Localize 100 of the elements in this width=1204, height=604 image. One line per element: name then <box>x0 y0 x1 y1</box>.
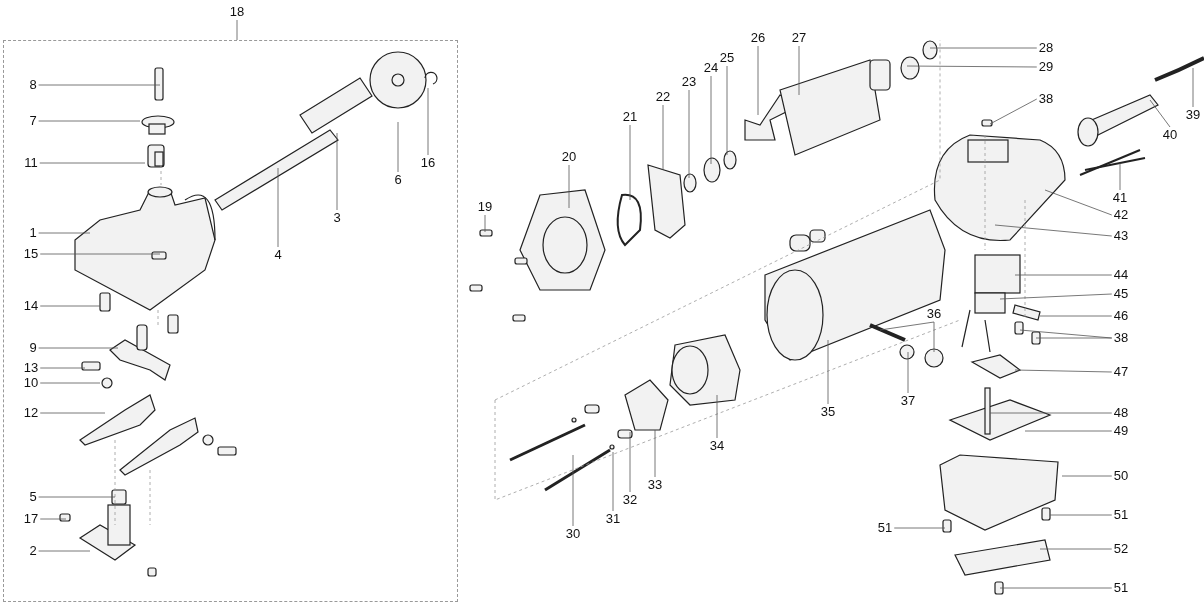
callout-number: 2 <box>29 544 37 558</box>
leader-line <box>39 367 86 369</box>
leader-line <box>629 431 631 493</box>
leader-line <box>929 47 1038 49</box>
callout-number: 44 <box>1113 268 1129 282</box>
leader-line <box>798 45 800 96</box>
leader-line <box>662 104 664 171</box>
callout-number: 9 <box>29 341 37 355</box>
leader-line <box>39 162 146 164</box>
leader-line <box>39 382 101 384</box>
callout-number: 51 <box>877 521 893 535</box>
leader-line <box>907 351 909 394</box>
callout-number: 17 <box>23 512 39 526</box>
callout-number: 14 <box>23 299 39 313</box>
callout-number: 22 <box>655 90 671 104</box>
callout-number: 42 <box>1113 208 1129 222</box>
callout-number: 38 <box>1038 92 1054 106</box>
callout-number: 40 <box>1162 128 1178 142</box>
callout-number: 49 <box>1113 424 1129 438</box>
callout-number: 29 <box>1038 60 1054 74</box>
callout-number: 25 <box>719 51 735 65</box>
callout-number: 12 <box>23 406 39 420</box>
callout-number: 15 <box>23 247 39 261</box>
leader-line <box>1149 99 1171 128</box>
callout-number: 52 <box>1113 542 1129 556</box>
callout-number: 45 <box>1113 287 1129 301</box>
leader-line <box>999 293 1113 300</box>
leader-line <box>39 253 161 255</box>
callout-number: 47 <box>1113 365 1129 379</box>
callout-number: 26 <box>750 31 766 45</box>
leader-line <box>1049 514 1113 516</box>
callout-number: 35 <box>820 405 836 419</box>
callout-number: 3 <box>333 211 341 225</box>
callout-number: 36 <box>926 307 942 321</box>
leader-line <box>1024 430 1113 432</box>
callout-number: 11 <box>24 156 38 170</box>
leader-line <box>994 224 1113 237</box>
leader-line <box>879 321 935 331</box>
callout-number: 21 <box>622 110 638 124</box>
group-frame <box>3 40 458 602</box>
leader-line <box>39 518 67 520</box>
callout-number: 5 <box>29 490 37 504</box>
leader-line <box>38 347 119 349</box>
leader-line <box>906 65 1038 68</box>
leader-line <box>654 429 656 478</box>
leader-line <box>893 527 946 529</box>
callout-number: 4 <box>274 248 282 262</box>
leader-line <box>1014 274 1113 276</box>
leader-line <box>827 339 829 405</box>
callout-number: 10 <box>23 376 39 390</box>
callout-number: 38 <box>1113 331 1129 345</box>
leader-line <box>1119 162 1121 191</box>
callout-number: 6 <box>394 173 402 187</box>
leader-line <box>1039 315 1113 317</box>
leader-line <box>38 496 116 498</box>
leader-line <box>1014 369 1113 373</box>
callout-number: 33 <box>647 478 663 492</box>
callout-number: 8 <box>29 78 37 92</box>
callout-number: 16 <box>420 156 436 170</box>
leader-line <box>716 394 718 439</box>
leader-line <box>484 214 486 233</box>
leader-line <box>38 120 141 122</box>
leader-line <box>989 412 1113 414</box>
leader-line <box>568 164 570 209</box>
callout-number: 18 <box>229 5 245 19</box>
leader-line <box>1061 475 1113 477</box>
leader-line <box>236 19 238 41</box>
leader-line <box>989 98 1038 125</box>
leader-line <box>1044 189 1113 216</box>
leader-line <box>1192 67 1194 108</box>
callout-number: 37 <box>900 394 916 408</box>
callout-number: 13 <box>23 361 39 375</box>
callout-number: 7 <box>29 114 37 128</box>
callout-number: 30 <box>565 527 581 541</box>
callout-number: 51 <box>1113 508 1129 522</box>
callout-number: 50 <box>1113 469 1129 483</box>
leader-line <box>629 124 631 201</box>
leader-line <box>39 412 106 414</box>
leader-line <box>427 87 429 156</box>
leader-line <box>688 89 690 179</box>
leader-line <box>757 45 759 116</box>
callout-number: 27 <box>791 31 807 45</box>
callout-number: 34 <box>709 439 725 453</box>
callout-number: 19 <box>477 200 493 214</box>
callout-number: 28 <box>1038 41 1054 55</box>
leader-line <box>1035 337 1113 339</box>
callout-number: 46 <box>1113 309 1129 323</box>
leader-line <box>39 305 101 307</box>
callout-number: 20 <box>561 150 577 164</box>
callout-number: 23 <box>681 75 697 89</box>
leader-line <box>710 75 712 165</box>
leader-line <box>336 132 338 211</box>
leader-line <box>612 451 614 512</box>
callout-number: 48 <box>1113 406 1129 420</box>
leader-line <box>999 587 1113 589</box>
leader-line <box>726 65 728 156</box>
leader-line <box>277 167 279 248</box>
leader-line <box>397 121 399 173</box>
callout-number: 32 <box>622 493 638 507</box>
leader-line <box>572 454 574 527</box>
